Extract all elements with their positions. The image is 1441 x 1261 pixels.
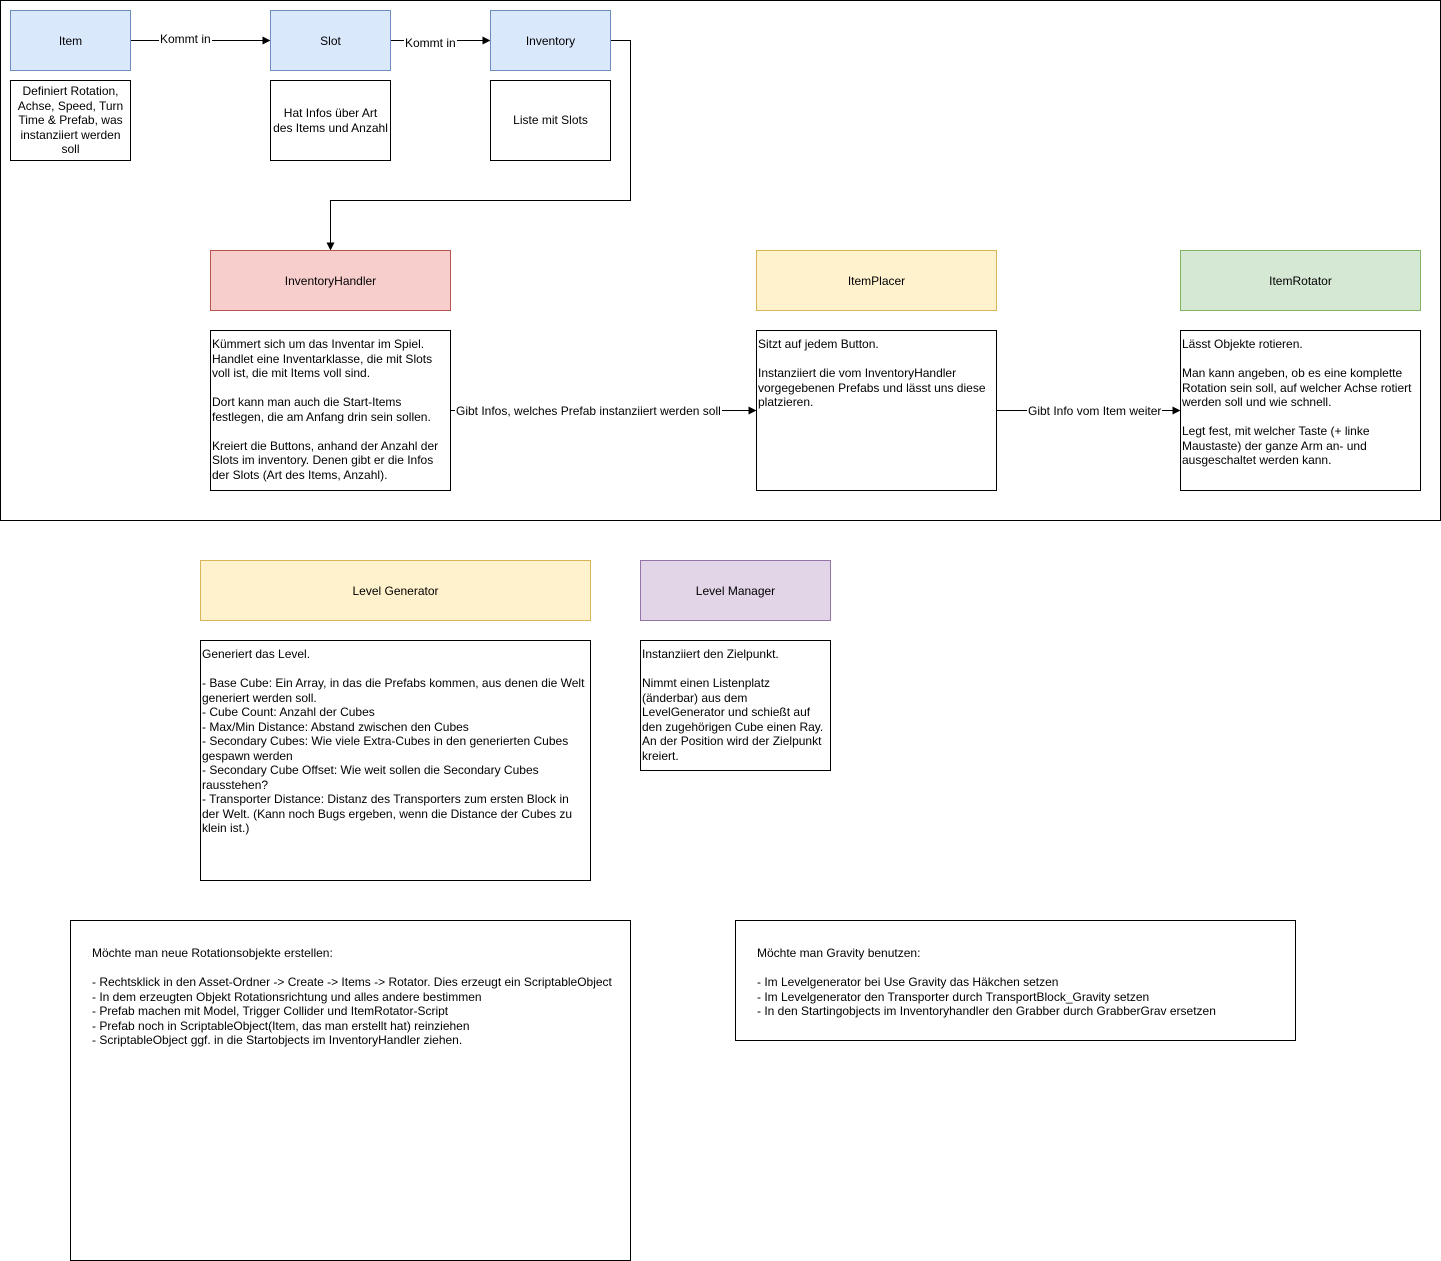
inventory-handler-description[interactable]: Kümmert sich um das Inventar im Spiel. H… <box>210 330 451 491</box>
edge-label-item-slot: Kommt in <box>159 32 212 46</box>
inventory-description-text: Liste mit Slots <box>513 113 588 128</box>
level-manager-node[interactable]: Level Manager <box>640 560 831 621</box>
slot-node-label: Slot <box>320 33 341 48</box>
item-placer-description[interactable]: Sitzt auf jedem Button. Instanziiert die… <box>756 330 997 491</box>
slot-node[interactable]: Slot <box>270 10 391 71</box>
inventory-handler-node-label: InventoryHandler <box>284 273 377 288</box>
item-description-text: Definiert Rotation, Achse, Speed, Turn T… <box>17 84 124 157</box>
rotation-objects-note[interactable]: Möchte man neue Rotationsobjekte erstell… <box>70 920 631 1261</box>
item-placer-node-label: ItemPlacer <box>847 273 906 288</box>
item-rotator-node[interactable]: ItemRotator <box>1180 250 1421 311</box>
level-generator-node-label: Level Generator <box>352 583 439 598</box>
item-rotator-description[interactable]: Lässt Objekte rotieren. Man kann angeben… <box>1180 330 1421 491</box>
level-generator-node[interactable]: Level Generator <box>200 560 591 621</box>
slot-description[interactable]: Hat Infos über Art des Items und Anzahl <box>270 80 391 161</box>
item-description[interactable]: Definiert Rotation, Achse, Speed, Turn T… <box>10 80 131 161</box>
item-node[interactable]: Item <box>10 10 131 71</box>
level-manager-node-label: Level Manager <box>695 583 776 598</box>
edge-inventory-handler <box>326 40 631 251</box>
gravity-note[interactable]: Möchte man Gravity benutzen: - Im Levelg… <box>735 920 1296 1041</box>
edge-label-placer-rotator: Gibt Info vom Item weiter <box>1027 404 1163 418</box>
inventory-node[interactable]: Inventory <box>490 10 611 71</box>
level-generator-description[interactable]: Generiert das Level. - Base Cube: Ein Ar… <box>200 640 591 881</box>
item-node-label: Item <box>58 33 83 48</box>
inventory-description[interactable]: Liste mit Slots <box>490 80 611 161</box>
level-manager-description[interactable]: Instanziiert den Zielpunkt. Nimmt einen … <box>640 640 831 771</box>
edge-label-slot-inventory: Kommt in <box>404 36 457 50</box>
inventory-handler-node[interactable]: InventoryHandler <box>210 250 451 311</box>
item-placer-node[interactable]: ItemPlacer <box>756 250 997 311</box>
item-rotator-node-label: ItemRotator <box>1269 273 1332 288</box>
edge-label-handler-placer: Gibt Infos, welches Prefab instanziiert … <box>455 404 722 418</box>
inventory-node-label: Inventory <box>525 33 576 48</box>
slot-description-text: Hat Infos über Art des Items und Anzahl <box>273 106 388 135</box>
